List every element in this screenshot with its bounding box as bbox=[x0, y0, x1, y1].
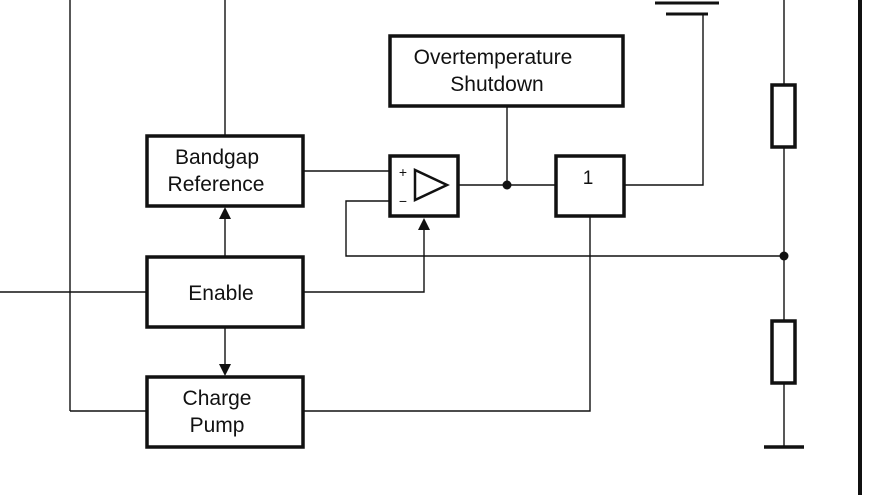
bandgap-reference-box bbox=[145, 134, 305, 208]
comparator-plus-sign: + bbox=[399, 164, 407, 180]
wire-buffer-to-transistor bbox=[624, 14, 704, 186]
overtemp-label-line1: Overtemperature bbox=[414, 46, 573, 69]
arrowhead-up-bandgap bbox=[219, 207, 231, 219]
comparator-minus-sign: − bbox=[399, 193, 407, 209]
bandgap-reference-block: Bandgap Reference bbox=[145, 134, 305, 208]
pass-transistor-symbol bbox=[655, 1, 719, 16]
comparator-box bbox=[388, 154, 460, 218]
wire-buffer-to-chargepump bbox=[303, 216, 591, 412]
bandgap-label-line1: Bandgap bbox=[175, 146, 259, 169]
resistor-bottom bbox=[770, 319, 797, 385]
charge-pump-block: Charge Pump bbox=[145, 375, 305, 449]
comparator-block: + − bbox=[388, 154, 460, 218]
overtemperature-shutdown-box bbox=[388, 34, 625, 108]
comparator-triangle-icon bbox=[413, 168, 450, 202]
enable-label: Enable bbox=[188, 282, 253, 305]
resistor-top bbox=[770, 83, 797, 149]
wire-feedback-to-comparator-minus bbox=[345, 200, 784, 257]
junction-dot-divider bbox=[779, 251, 789, 261]
junction-dot-comparator-output bbox=[502, 180, 512, 190]
buffer-block: 1 bbox=[554, 154, 626, 218]
arrowhead-down-chargepump bbox=[219, 364, 231, 376]
enable-block: Enable bbox=[145, 255, 305, 329]
wires bbox=[0, 0, 785, 446]
charge-pump-box bbox=[145, 375, 305, 449]
buffer-label: 1 bbox=[583, 168, 594, 189]
overtemperature-shutdown-block: Overtemperature Shutdown bbox=[388, 34, 625, 108]
charge-pump-label-line1: Charge bbox=[183, 387, 252, 410]
charge-pump-label-line2: Pump bbox=[190, 414, 245, 437]
overtemp-label-line2: Shutdown bbox=[450, 73, 543, 96]
bandgap-label-line2: Reference bbox=[168, 173, 265, 196]
arrowhead-up-comparator bbox=[418, 218, 430, 230]
wire-enable-to-comparator bbox=[303, 228, 425, 293]
enable-box bbox=[145, 255, 305, 329]
buffer-box bbox=[554, 154, 626, 218]
